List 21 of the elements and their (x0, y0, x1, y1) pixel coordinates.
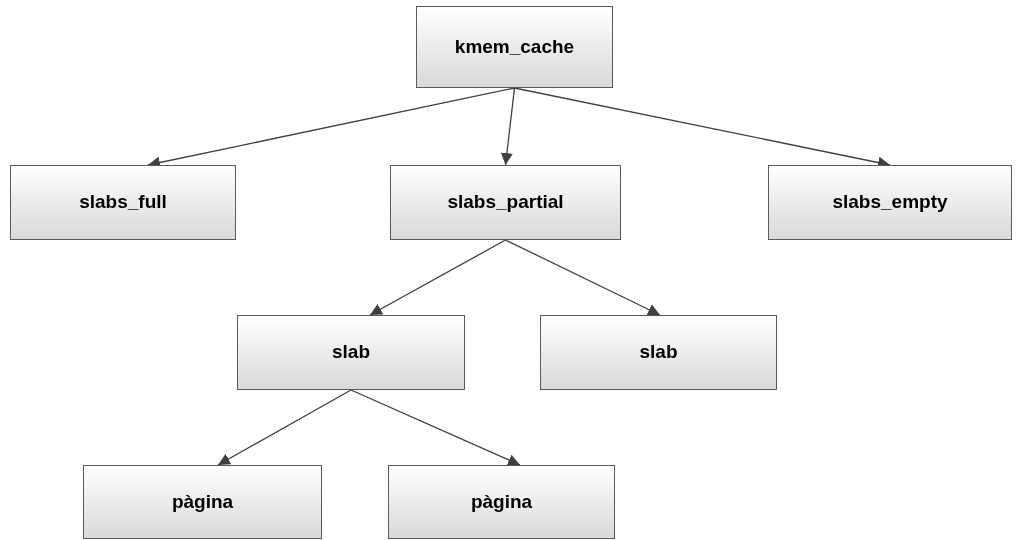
process-box (416, 6, 613, 88)
arrow (500, 87, 516, 166)
box-label: slabs_partial (447, 190, 564, 215)
box-label: kmem_cache (454, 34, 575, 59)
process-box (768, 165, 1012, 240)
process-box (390, 165, 621, 240)
arrow (504, 239, 661, 316)
arrow (217, 389, 352, 466)
box-label: slabs_empty (832, 190, 948, 215)
box-label: pàgina (171, 489, 234, 514)
process-box (540, 315, 777, 390)
process-box (10, 165, 236, 240)
arrow (350, 389, 521, 466)
process-box (83, 465, 322, 539)
box-label: slab (332, 340, 370, 365)
box-label: slabs_full (79, 190, 167, 215)
process-box (388, 465, 615, 539)
box-label: pàgina (470, 489, 533, 514)
box-label: slab (639, 340, 678, 365)
process-box (237, 315, 465, 390)
arrow (369, 239, 507, 316)
